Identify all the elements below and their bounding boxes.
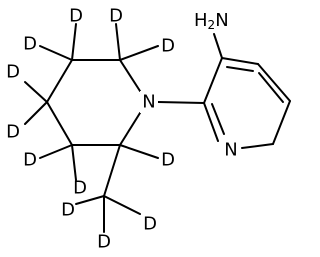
bond-d-ca-top	[115, 23, 121, 61]
bond-c6-n1	[241, 143, 274, 149]
bond-c2-n-piperidine	[157, 101, 205, 104]
bond-n1-c2-inner	[211, 103, 225, 135]
deuterium-label-11: D	[143, 214, 157, 235]
bond-c4-c5-inner	[258, 72, 284, 103]
chemical-structure-diagram: H2N N N D D D D D D D D D D D D	[6, 6, 291, 253]
bond-n1-c2	[203, 102, 219, 142]
amine-n: N	[215, 10, 228, 31]
bond-ce-methyl	[103, 144, 121, 197]
bond-cb-cc	[46, 59, 73, 103]
pyridine-ring	[157, 33, 291, 149]
bond-c2-c3	[203, 57, 223, 104]
bond-d-cc-top	[24, 81, 48, 103]
bond-d-cd-left	[39, 144, 73, 159]
deuterium-label-1: D	[109, 6, 123, 27]
bond-ce-n	[119, 112, 141, 146]
bond-d-cb-left	[39, 45, 73, 61]
deuterium-label-9: D	[161, 150, 175, 171]
bond-c3-nh2	[213, 33, 223, 59]
bond-c4-c5	[257, 63, 291, 102]
deuterium-label-12: D	[97, 232, 111, 253]
piperidine-ring	[46, 59, 141, 197]
bond-c5-c6	[272, 100, 291, 145]
bond-d-ce-right	[119, 144, 159, 159]
bond-n-ca	[119, 59, 141, 92]
bond-d-methyl-right	[103, 195, 141, 215]
amine-subscript: 2	[208, 18, 216, 32]
deuterium-label-3: D	[69, 6, 83, 27]
bond-d-cc-bottom	[24, 101, 48, 125]
bond-d-cd-bottom	[71, 144, 77, 181]
bond-c3-c4-inner	[226, 66, 254, 72]
bond-c3-c4	[221, 57, 259, 65]
deuterium-label-5: D	[6, 62, 20, 83]
pyridine-nitrogen: N	[224, 140, 237, 161]
deuterium-label-6: D	[6, 122, 20, 143]
deuterium-label-8: D	[73, 178, 87, 199]
amine-h: H	[194, 10, 208, 31]
deuterium-label-4: D	[23, 34, 37, 55]
deuterium-label-7: D	[23, 150, 37, 171]
amine-label: H2N	[194, 10, 229, 33]
bond-d-methyl-left	[75, 195, 105, 205]
atom-labels: H2N N N D D D D D D D D D D D D	[6, 6, 241, 253]
bond-d-cb-top	[71, 23, 77, 61]
bond-d-ca-right	[119, 45, 159, 61]
piperidine-nitrogen: N	[142, 92, 155, 113]
bond-cc-cd	[46, 101, 73, 146]
deuterium-label-2: D	[161, 36, 175, 57]
deuterium-label-10: D	[61, 200, 75, 221]
deuterium-bonds	[24, 23, 159, 233]
